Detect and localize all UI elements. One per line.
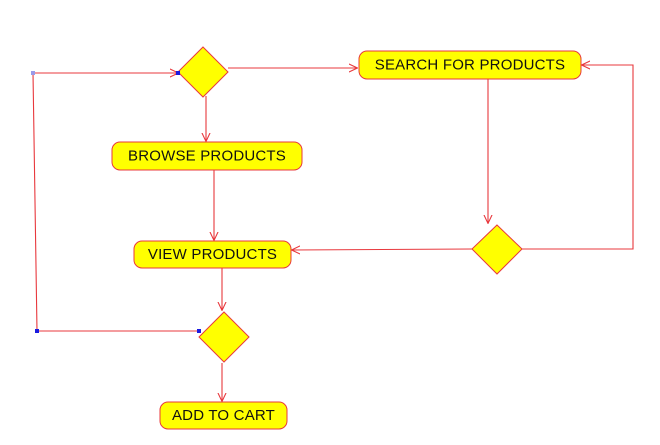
edge-decision-bottom-to-decision-top[interactable] [32, 73, 199, 332]
decision-right[interactable] [471, 224, 523, 275]
activity-add-box[interactable] [159, 401, 288, 430]
edge-start-handle-decision-bottom[interactable] [197, 329, 201, 333]
activity-browse[interactable]: BROWSE PRODUCTS [111, 141, 303, 171]
edge-decision-right-to-search[interactable] [520, 65, 634, 250]
decision-top[interactable] [177, 46, 229, 98]
decision-bottom[interactable] [198, 311, 250, 363]
edge-bend-handle-top-left[interactable] [31, 71, 35, 75]
activity-search-label: SEARCH FOR PRODUCTS [375, 57, 565, 74]
activity-search[interactable]: SEARCH FOR PRODUCTS [358, 50, 582, 80]
decision-nodes [177, 46, 523, 363]
activity-browse-box[interactable] [111, 141, 303, 171]
activity-browse-label: BROWSE PRODUCTS [128, 148, 286, 165]
activity-add[interactable]: ADD TO CART [159, 401, 288, 430]
activity-view-box[interactable] [133, 240, 292, 269]
edge-decision-right-to-view[interactable] [292, 249, 473, 250]
activity-add-label: ADD TO CART [172, 407, 275, 424]
edge-bend-handle-bottom-left[interactable] [35, 329, 39, 333]
edges [32, 65, 634, 401]
activity-view[interactable]: VIEW PRODUCTS [133, 240, 292, 269]
edge-handles [31, 71, 201, 333]
edge-end-handle-decision-top[interactable] [176, 71, 180, 75]
activity-view-label: VIEW PRODUCTS [148, 246, 277, 263]
activity-search-box[interactable] [358, 50, 582, 80]
